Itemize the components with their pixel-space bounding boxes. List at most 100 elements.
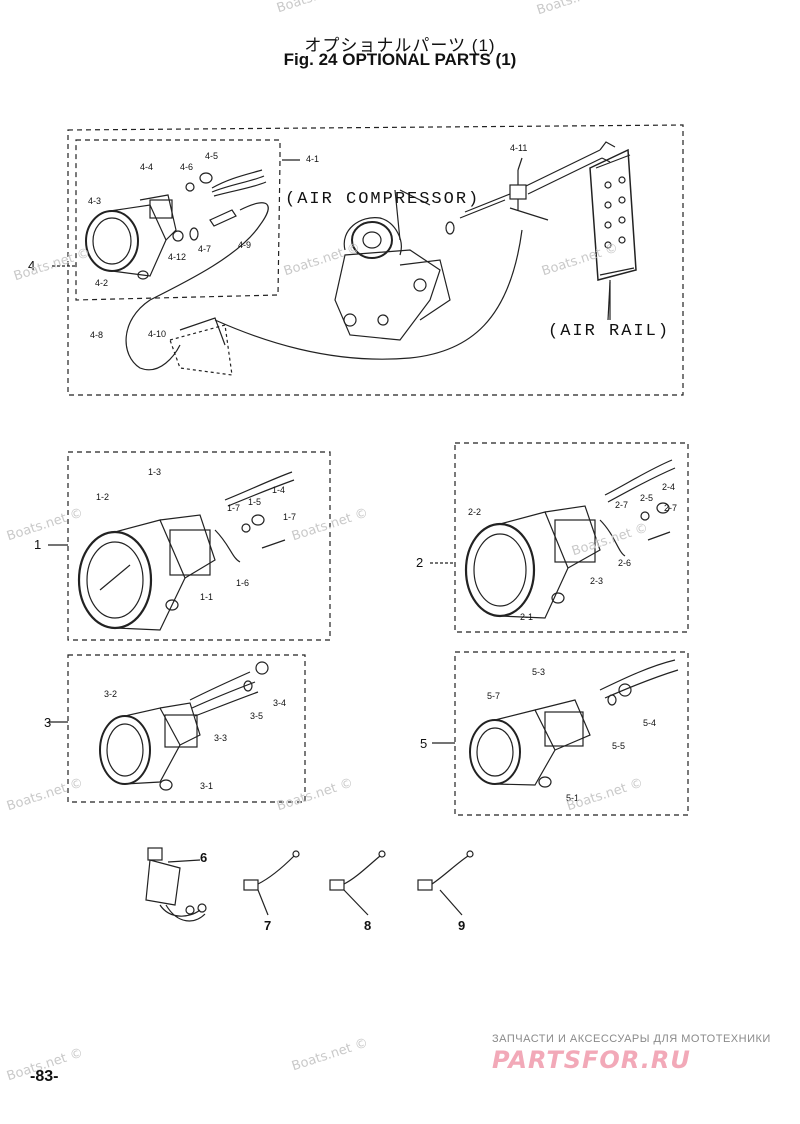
callout-4-3: 4-3 xyxy=(88,196,102,206)
callout-5-1: 5-1 xyxy=(566,793,580,803)
callout-1-3: 1-3 xyxy=(148,467,162,477)
group-4-inner-frame xyxy=(75,139,281,301)
tube-to-compressor xyxy=(459,193,511,219)
callout-group-5: 5 xyxy=(420,736,428,751)
callout-2-5: 2-5 xyxy=(640,493,654,503)
group-4-frame xyxy=(67,124,684,396)
washer-5-5 xyxy=(607,694,617,706)
shop-text: ЗАПЧАСТИ И АКСЕССУАРЫ ДЛЯ МОТОТЕХНИКИ xyxy=(492,1033,771,1045)
wire-2 xyxy=(604,459,676,503)
callout-4-4: 4-4 xyxy=(140,162,154,172)
callout-4-11: 4-11 xyxy=(510,143,528,153)
callout-4-2: 4-2 xyxy=(95,278,109,288)
washer-4-6 xyxy=(185,182,195,192)
callout-1-2: 1-2 xyxy=(96,492,110,502)
nut-2-4 xyxy=(656,502,670,514)
part-6-switch xyxy=(145,847,207,922)
callout-group-1: 1 xyxy=(34,537,42,552)
callout-2-3: 2-3 xyxy=(590,576,604,586)
callout-4-10: 4-10 xyxy=(148,329,167,339)
nut-4-5 xyxy=(199,172,213,184)
terminal-1-7 xyxy=(261,539,286,549)
callout-4-7: 4-7 xyxy=(198,244,212,254)
callout-1-1: 1-1 xyxy=(200,592,214,602)
callout-6: 6 xyxy=(200,850,208,865)
figure-title-english: Fig. 24 OPTIONAL PARTS (1) xyxy=(283,50,517,69)
callout-4-6: 4-6 xyxy=(180,162,194,172)
wire-1 xyxy=(224,471,295,507)
part-7-pigtail xyxy=(243,850,300,891)
callout-5-5: 5-5 xyxy=(612,741,626,751)
callout-9: 9 xyxy=(458,918,466,933)
callout-1-6: 1-6 xyxy=(236,578,250,588)
air-rail xyxy=(589,148,637,320)
wire-4 xyxy=(211,169,267,197)
wire-5 xyxy=(599,659,679,699)
gauge-2-2 xyxy=(464,505,601,619)
callout-5-7: 5-7 xyxy=(487,691,501,701)
nut-1-4 xyxy=(251,514,265,526)
nut-4-12 xyxy=(172,230,184,242)
gauge-4-3 xyxy=(85,194,177,277)
terminal-2-7 xyxy=(647,531,671,541)
group-5-frame xyxy=(454,651,689,816)
callout-5-3: 5-3 xyxy=(532,667,546,677)
callout-1-5: 1-5 xyxy=(248,497,262,507)
wire-1-6 xyxy=(214,529,241,563)
callout-3-2: 3-2 xyxy=(104,689,118,699)
air-compressor xyxy=(334,189,451,341)
tube-main xyxy=(214,229,523,360)
callout-1-7b: 1-7 xyxy=(283,512,297,522)
callout-7: 7 xyxy=(264,918,272,933)
gauge-5-7 xyxy=(469,699,591,786)
tube-to-rail xyxy=(525,149,603,195)
page-number: -83- xyxy=(30,1068,59,1085)
callout-3-1: 3-1 xyxy=(200,781,214,791)
callout-5-4: 5-4 xyxy=(643,718,657,728)
bulb-1-1 xyxy=(165,599,179,611)
bulb-3-1 xyxy=(159,779,173,791)
callout-8: 8 xyxy=(364,918,372,933)
part-8-pigtail xyxy=(329,850,386,891)
label-air-rail: (AIR RAIL) xyxy=(548,322,671,341)
group-2-frame xyxy=(454,442,689,633)
callout-2-4: 2-4 xyxy=(662,482,676,492)
callout-4-5: 4-5 xyxy=(205,151,219,161)
bulb-2-1 xyxy=(551,592,565,604)
callout-group-2: 2 xyxy=(416,555,424,570)
bulb-5-1 xyxy=(538,776,552,788)
group-3-frame xyxy=(67,654,306,803)
nut-5-4 xyxy=(618,683,632,697)
callout-2-7a: 2-7 xyxy=(615,500,629,510)
washer-1-5 xyxy=(241,523,251,533)
callout-2-1: 2-1 xyxy=(520,612,534,622)
group-1-frame xyxy=(67,451,331,641)
clamp-4-7 xyxy=(189,227,199,241)
callout-3-4: 3-4 xyxy=(273,698,287,708)
label-air-compressor: (AIR COMPRESSOR) xyxy=(285,190,481,209)
washer-3-5 xyxy=(243,680,253,692)
part-9-pigtail xyxy=(417,850,474,891)
callout-1-7a: 1-7 xyxy=(227,503,241,513)
callout-group-4: 4 xyxy=(28,258,36,273)
callout-4-1: 4-1 xyxy=(306,154,320,164)
callout-2-7b: 2-7 xyxy=(664,503,678,513)
callout-1-4: 1-4 xyxy=(272,485,286,495)
gauge-3-2 xyxy=(99,702,201,785)
callout-2-6: 2-6 xyxy=(618,558,632,568)
callout-3-5: 3-5 xyxy=(250,711,264,721)
wire-2-6 xyxy=(599,519,626,557)
callout-4-8: 4-8 xyxy=(90,330,104,340)
brand-logo: PARTSFOR.RU xyxy=(492,1046,691,1074)
wire-3 xyxy=(189,671,259,717)
bracket-4-10 xyxy=(169,324,233,376)
callout-group-3: 3 xyxy=(44,715,52,730)
gauge-1-2 xyxy=(77,514,216,631)
nut-3-4 xyxy=(255,661,269,675)
callout-2-2: 2-2 xyxy=(468,507,482,517)
bulb-4-2 xyxy=(137,270,149,280)
callout-4-12: 4-12 xyxy=(168,252,187,262)
fitting-4-9 xyxy=(209,209,237,227)
hose-4-8 xyxy=(125,202,269,371)
